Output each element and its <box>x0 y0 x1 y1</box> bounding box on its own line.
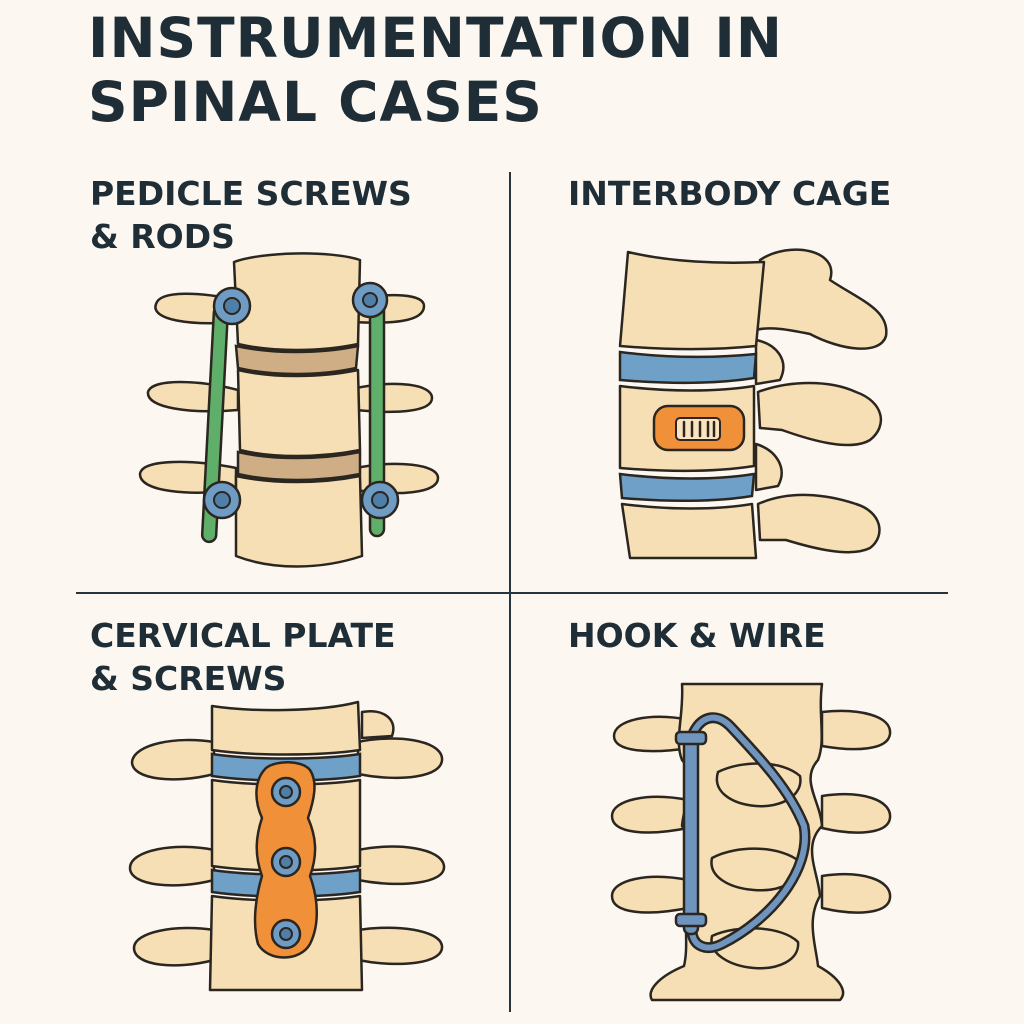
hook-icon <box>674 730 708 936</box>
pedicle-panel-label: PEDICLE SCREWS & RODS <box>90 174 412 256</box>
pedicle-screw-icon <box>212 286 252 326</box>
hook-panel-label: HOOK & WIRE <box>568 616 826 655</box>
cervical-plate-icon <box>253 761 318 959</box>
title-line-1: INSTRUMENTATION IN <box>88 6 783 70</box>
wire-icon <box>686 712 811 953</box>
cervical-plate-illustration <box>128 700 446 992</box>
hook-wire-illustration <box>610 682 892 1002</box>
interbody-cage-illustration <box>618 248 888 560</box>
pedicle-screws-illustration <box>138 252 440 568</box>
horizontal-divider <box>76 592 948 594</box>
title-line-2: SPINAL CASES <box>88 70 543 134</box>
interbody-cage-icon <box>652 404 746 452</box>
interbody-panel-label: INTERBODY CAGE <box>568 174 892 213</box>
cervical-panel-label: CERVICAL PLATE & SCREWS <box>90 616 396 698</box>
page-title: INSTRUMENTATION IN SPINAL CASES <box>88 6 783 134</box>
